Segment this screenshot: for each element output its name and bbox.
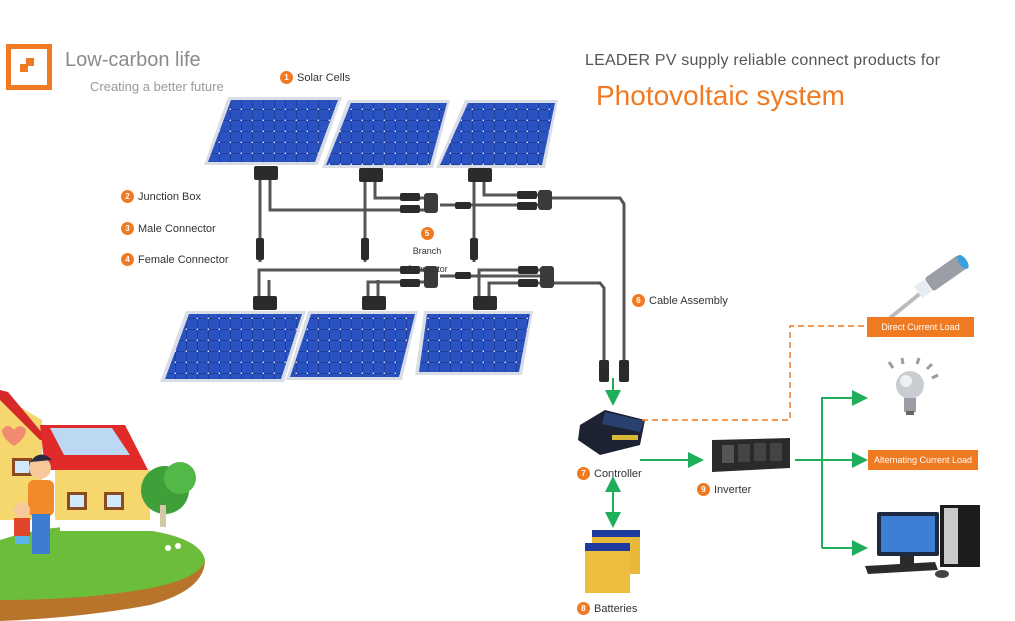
solar-panel [436, 100, 558, 168]
number-badge: 3 [121, 222, 134, 235]
header-line: LEADER PV supply reliable connect produc… [585, 52, 941, 69]
junction-box [253, 296, 497, 310]
inverter-device [712, 438, 790, 472]
light-bulb-icon [887, 357, 939, 415]
label-cable-assembly: 6 Cable Assembly [632, 294, 728, 307]
number-badge: 9 [697, 483, 710, 496]
number-badge: 8 [577, 602, 590, 615]
solar-panel [322, 100, 450, 168]
solar-panel [286, 311, 418, 380]
ac-load-box: Alternating Current Load [868, 450, 978, 470]
logo-mark [20, 64, 28, 72]
label-branch-connector: 5 Branch Connector [406, 227, 448, 274]
controller-device [578, 410, 645, 455]
mc4-connector [256, 191, 629, 382]
solar-panel [160, 311, 306, 382]
house-illustration [0, 390, 205, 621]
number-badge: 6 [632, 294, 645, 307]
header-title: Photovoltaic system [596, 80, 845, 111]
label-female-connector: 4 Female Connector [121, 253, 229, 266]
label-controller: 7 Controller [577, 467, 642, 480]
label-batteries: 8 Batteries [577, 602, 637, 615]
label-solar-cells: 1 Solar Cells [280, 71, 350, 84]
street-light-icon [888, 255, 969, 320]
junction-box [254, 166, 492, 182]
number-badge: 4 [121, 253, 134, 266]
number-badge: 7 [577, 467, 590, 480]
brand-title: Low-carbon life [65, 49, 201, 71]
solar-panel [415, 311, 533, 375]
battery-icon [585, 530, 640, 593]
label-inverter: 9 Inverter [697, 483, 751, 496]
brand-subtitle: Creating a better future [90, 79, 224, 94]
logo-mark [26, 58, 34, 66]
number-badge: 5 [420, 227, 434, 240]
dc-load-line [642, 325, 868, 421]
computer-icon [865, 505, 980, 578]
number-badge: 2 [121, 190, 134, 203]
dc-load-box: Direct Current Load [867, 317, 974, 337]
solar-panel [204, 97, 342, 165]
branch-connector [424, 190, 554, 288]
label-male-connector: 3 Male Connector [121, 222, 216, 235]
logo-frame [6, 44, 52, 90]
number-badge: 1 [280, 71, 293, 84]
label-junction-box: 2 Junction Box [121, 190, 201, 203]
ac-load-lines [795, 390, 868, 556]
